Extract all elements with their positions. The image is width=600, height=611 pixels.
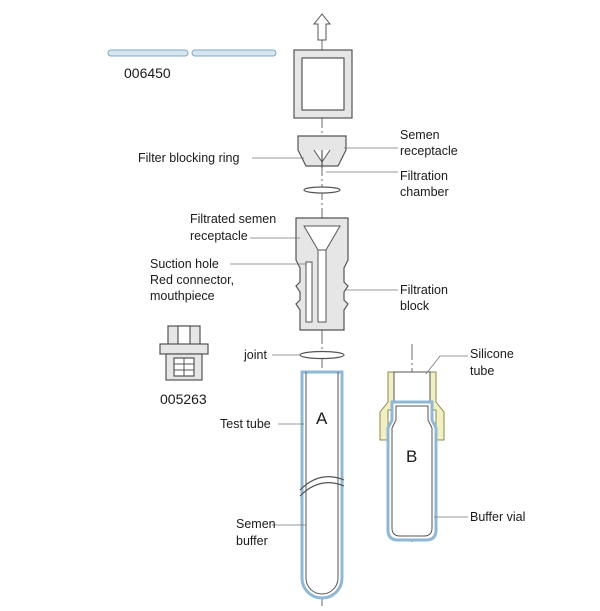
- connector-code: 005263: [160, 391, 207, 407]
- filtration-block-label-2: block: [400, 299, 430, 313]
- silicone-tube-label-2: tube: [470, 364, 494, 378]
- o-ring-part: [303, 186, 341, 194]
- semen-receptacle-part: [297, 135, 347, 168]
- semen-buffer-label-2: buffer: [236, 534, 268, 548]
- red-connector-label: Red connector,: [150, 273, 234, 287]
- mouthpiece-label: mouthpiece: [150, 289, 215, 303]
- test-tube-label: Test tube: [220, 417, 271, 431]
- filtration-block-part: [295, 217, 349, 331]
- top-cap-part: [293, 49, 353, 119]
- filtration-block-label: Filtration: [400, 283, 448, 297]
- suction-hole-label: Suction hole: [150, 257, 219, 271]
- filter-blocking-ring-label: Filter blocking ring: [138, 151, 239, 165]
- semen-buffer-label: Semen: [236, 517, 276, 531]
- semen-receptacle-label-2: receptacle: [400, 144, 458, 158]
- letter-b: B: [406, 447, 417, 466]
- silicone-tube-label: Silicone: [470, 347, 514, 361]
- filtration-chamber-label-2: chamber: [400, 185, 449, 199]
- joint-part: [299, 350, 345, 360]
- buffer-vial-label: Buffer vial: [470, 510, 525, 524]
- silicone-leader: [425, 355, 468, 375]
- filtration-chamber-label: Filtration: [400, 169, 448, 183]
- connector-part: [159, 325, 209, 381]
- joint-label: joint: [243, 348, 267, 362]
- rod-part: [107, 49, 277, 57]
- buffer-vial-part: [379, 371, 445, 542]
- test-tube-part: [299, 370, 345, 600]
- semen-receptacle-label: Semen: [400, 128, 440, 142]
- up-arrow-icon: [312, 13, 332, 41]
- filtrated-semen-label-2: receptacle: [190, 229, 248, 243]
- rod-code: 006450: [124, 65, 171, 81]
- letter-a: A: [316, 409, 328, 428]
- filtrated-semen-label: Filtrated semen: [190, 212, 276, 226]
